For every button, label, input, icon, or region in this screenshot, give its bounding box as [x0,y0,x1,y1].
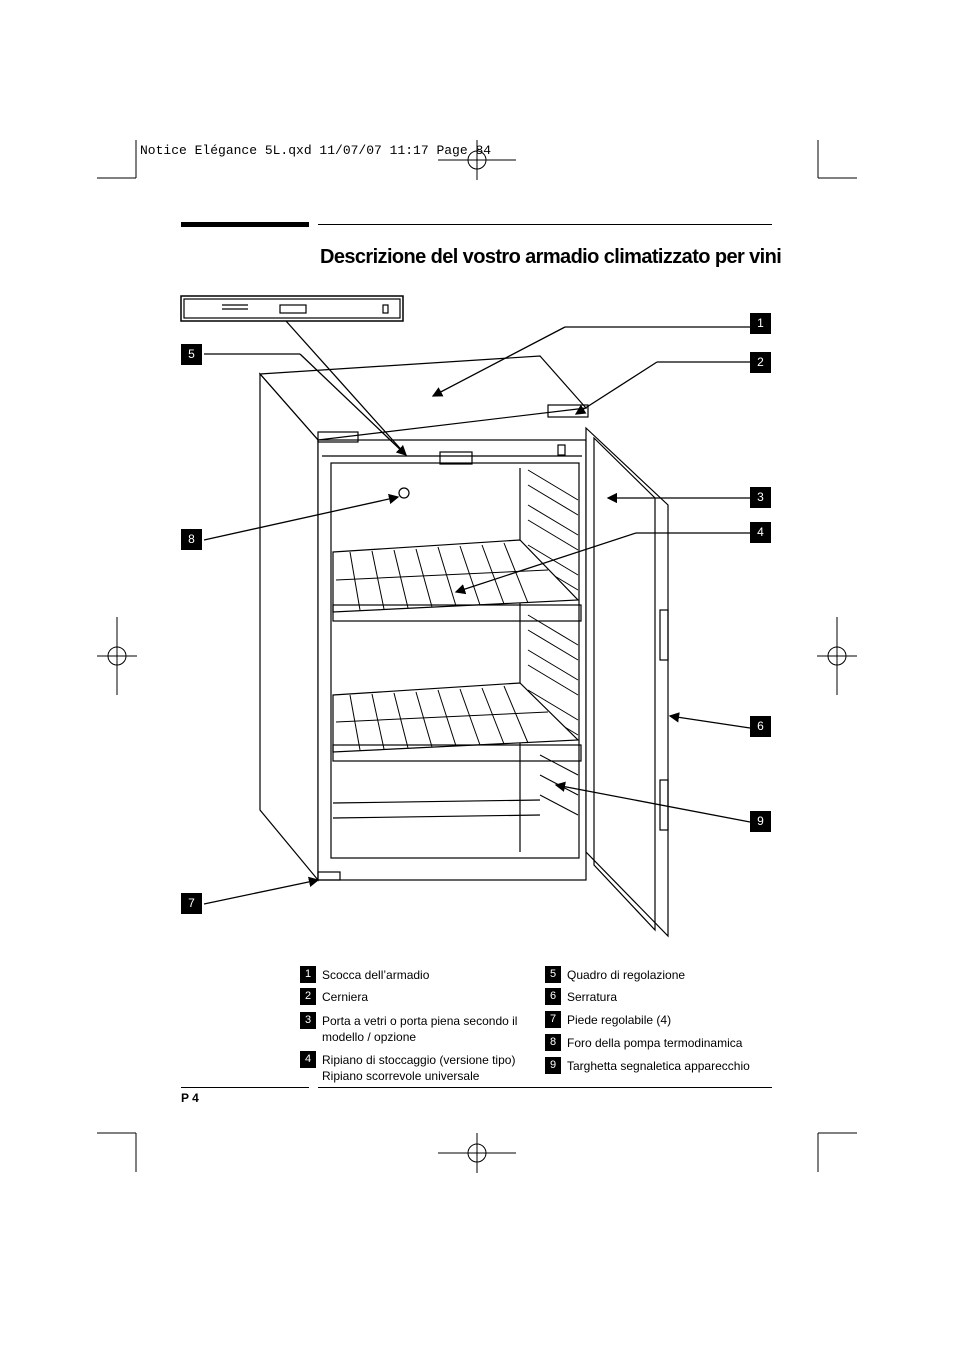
legend-text: Foro della pompa termodinamica [567,1036,743,1050]
file-slug: Notice Elégance 5L.qxd 11/07/07 11:17 Pa… [140,143,492,158]
legend-text: Scocca dell’armadio [322,968,430,982]
callout-5: 5 [181,344,202,365]
header-rule-thin [318,224,772,225]
callout-2: 2 [750,352,771,373]
legend-text: Targhetta segnaletica apparecchio [567,1059,750,1073]
legend-number: 9 [545,1057,561,1074]
callout-4: 4 [750,522,771,543]
legend-number: 4 [300,1051,316,1068]
legend-number: 5 [545,966,561,983]
page-title: Descrizione del vostro armadio climatizz… [320,246,782,268]
legend-number: 7 [545,1011,561,1028]
legend-text: Quadro di regolazione [567,968,686,982]
legend-number: 8 [545,1034,561,1051]
footer-rule-thick [181,1087,309,1088]
callout-6: 6 [750,716,771,737]
callout-9: 9 [750,811,771,832]
page-number: P 4 [181,1091,199,1105]
legend-number: 6 [545,988,561,1005]
legend-text: Porta a vetri o porta piena secondo il m… [322,1014,518,1044]
legend-number: 1 [300,966,316,983]
header-rule-thick [181,222,309,227]
callout-8: 8 [181,529,202,550]
legend-text: Serratura [567,990,618,1004]
legend-text: Ripiano di stoccaggio (versione tipo) Ri… [322,1053,516,1083]
callout-3: 3 [750,487,771,508]
callout-7: 7 [181,893,202,914]
legend-number: 2 [300,988,316,1005]
callout-1: 1 [750,313,771,334]
legend-text: Cerniera [322,990,369,1004]
legend-text: Piede regolabile (4) [567,1013,672,1027]
legend-number: 3 [300,1012,316,1029]
footer-rule-thin [318,1087,772,1088]
